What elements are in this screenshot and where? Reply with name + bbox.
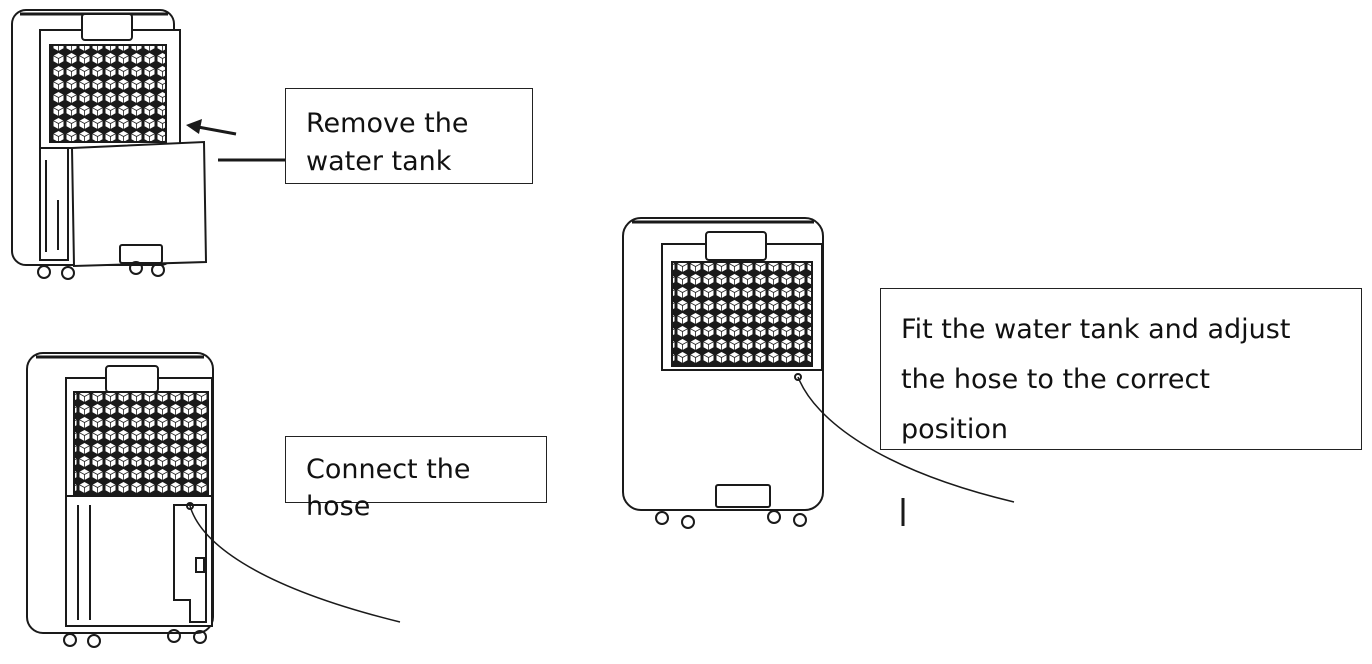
- dehumidifier-rear-tank-fitted: [622, 217, 1015, 529]
- callout-remove-water-tank: Remove the water tank: [285, 88, 533, 184]
- callout-connect-text: Connect the hose: [306, 454, 471, 523]
- callout-remove-line-1: Remove the: [306, 108, 469, 139]
- callout-remove-line-2: water tank: [306, 146, 452, 177]
- arrow-left-icon: [186, 119, 237, 136]
- callout-fit-line-3: position: [901, 414, 1008, 445]
- callout-fit-tank-adjust-hose: Fit the water tank and adjust the hose t…: [880, 288, 1362, 450]
- dehumidifier-rear-tank-removed: [11, 9, 285, 280]
- callout-fit-line-2: the hose to the correct: [901, 364, 1210, 395]
- callout-fit-line-1: Fit the water tank and adjust: [901, 314, 1291, 345]
- callout-connect-hose: Connect the hose: [285, 436, 547, 522]
- dehumidifier-rear-hose-connected: [26, 352, 401, 648]
